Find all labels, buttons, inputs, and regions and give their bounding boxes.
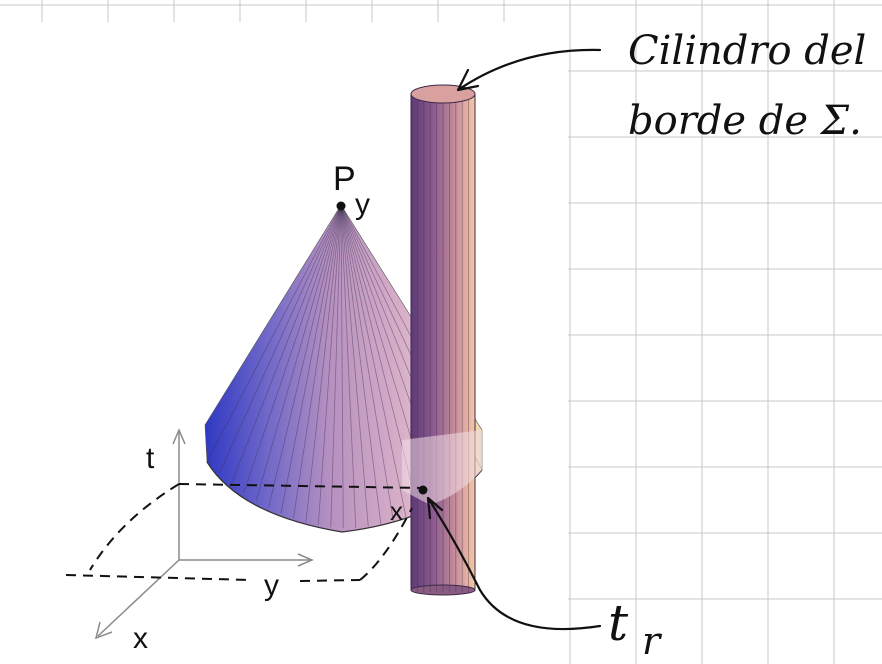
dashed-left (89, 483, 180, 571)
cone-ruling-line (340, 204, 357, 528)
axis-x-arrow (94, 621, 113, 640)
point-p-label: P (333, 160, 356, 198)
cone-ruling-line (231, 204, 342, 484)
cone-ruling-line (330, 204, 342, 528)
cone-ruling-line (340, 204, 407, 518)
intersection-note-sub: r (642, 619, 663, 663)
dashed-right (359, 507, 413, 581)
axis-x-line (97, 559, 180, 637)
point-x-marker (418, 485, 428, 495)
cone-ruling-line (293, 204, 342, 519)
cone-ruling-line (218, 204, 342, 474)
dashed-bottom (65, 574, 251, 581)
axis-t-arrow (172, 428, 186, 445)
apex-y-label: y (355, 188, 370, 221)
cone-ruling-line (317, 204, 342, 526)
cone-ruling-line (340, 204, 382, 525)
cone-ruling-line (255, 204, 342, 501)
projection-lines (65, 483, 426, 582)
cone-ruling-line (243, 204, 342, 493)
cone-ruling-line (340, 204, 394, 522)
base-x-label: x (390, 496, 403, 526)
axis-t-label: t (146, 442, 155, 475)
point-p-marker (336, 201, 346, 211)
cylinder-note-line1: Cilindro del (628, 28, 866, 74)
cone-ruling-line (206, 204, 342, 463)
intersection-note: t (608, 594, 629, 652)
cone-ruling-line (340, 204, 369, 527)
axes (94, 428, 314, 640)
cylinder-bottom (410, 584, 476, 596)
cone-ruling-line (305, 204, 342, 523)
cylinder-body (410, 93, 476, 591)
axis-x-label: x (133, 622, 148, 655)
intersection-arrow (426, 496, 602, 631)
cylinder-note-line2: borde de Σ. (628, 98, 862, 144)
dashed-top (178, 483, 426, 489)
cone-ruling-line (280, 204, 342, 514)
axis-y-arrow (297, 553, 314, 567)
cylinder-arrow (456, 48, 602, 92)
cone-ruling-line (268, 204, 342, 508)
axis-y-label: y (264, 569, 279, 602)
cone-ruling-line (340, 204, 344, 529)
